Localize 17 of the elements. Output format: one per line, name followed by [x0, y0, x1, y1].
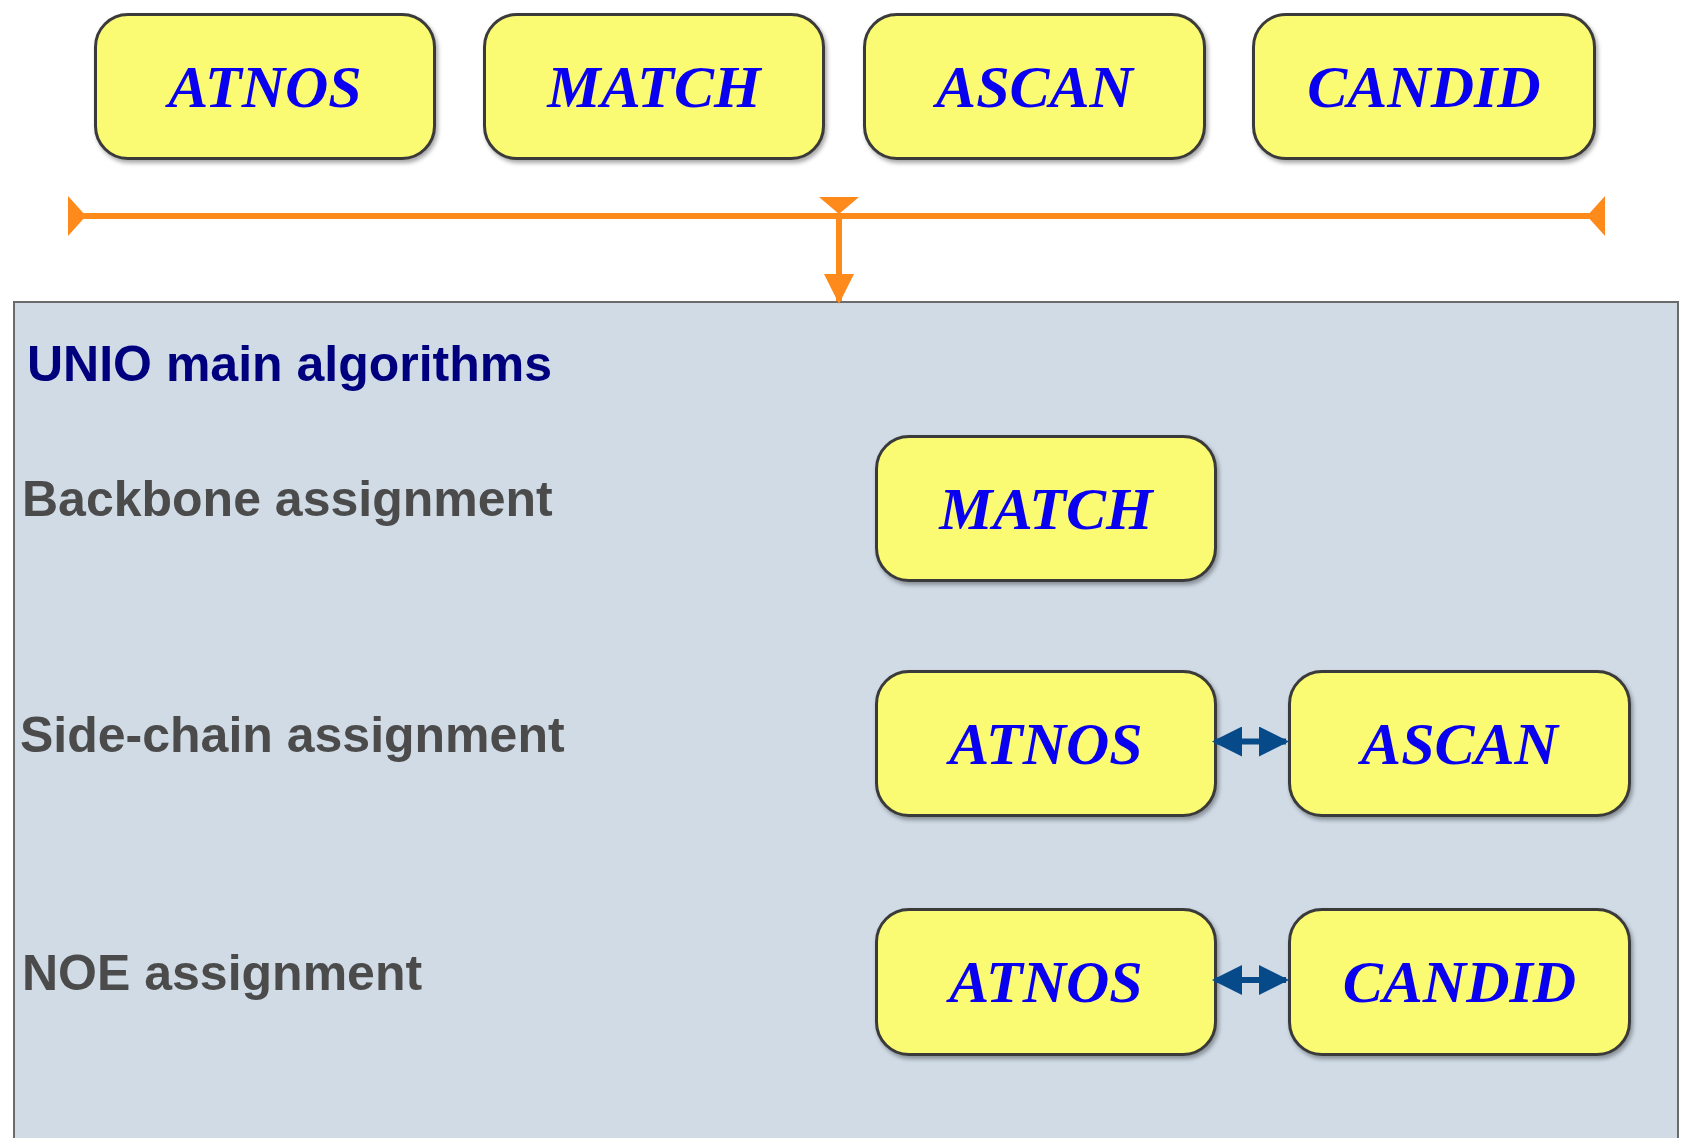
- algorithm-box: ASCAN: [863, 13, 1206, 160]
- algorithm-box: CANDID: [1252, 13, 1596, 160]
- panel-title: UNIO main algorithms: [27, 339, 553, 389]
- panel: [13, 301, 1679, 1138]
- algorithm-box: ATNOS: [875, 908, 1217, 1056]
- arrow: [824, 216, 854, 304]
- algorithm-box: ASCAN: [1288, 670, 1631, 817]
- arrow: [1212, 726, 1289, 757]
- algorithm-box: CANDID: [1288, 908, 1631, 1056]
- algorithm-box: ATNOS: [94, 13, 436, 160]
- algorithm-box: MATCH: [875, 435, 1217, 582]
- algorithm-box: MATCH: [483, 13, 825, 160]
- arrow: [1212, 965, 1289, 995]
- algorithm-box: ATNOS: [875, 670, 1217, 817]
- row-label: Backbone assignment: [22, 474, 553, 524]
- row-label: NOE assignment: [22, 948, 423, 998]
- row-label: Side-chain assignment: [20, 710, 565, 760]
